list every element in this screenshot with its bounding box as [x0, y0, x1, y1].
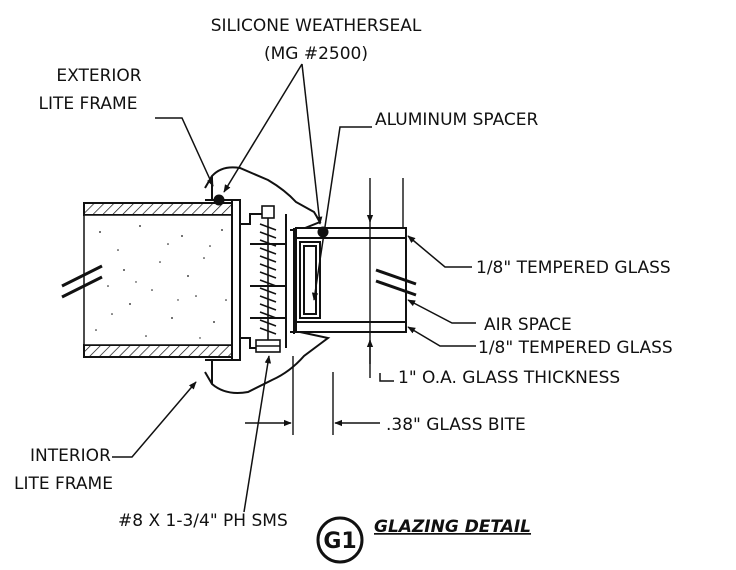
detail-tag-circle	[316, 516, 364, 564]
bead-glass	[317, 226, 329, 238]
label-tempered-glass-outer: 1/8" TEMPERED GLASS	[476, 258, 671, 278]
label-glass-thickness: 1" O.A. GLASS THICKNESS	[398, 368, 620, 388]
detail-title: GLAZING DETAIL	[374, 517, 531, 537]
break-symbol-left	[61, 264, 103, 299]
label-exterior-line2: LITE FRAME	[39, 94, 138, 114]
label-interior-line1: INTERIOR	[30, 446, 111, 466]
label-weatherseal-line1: SILICONE WEATHERSEAL	[211, 16, 422, 36]
screw	[255, 205, 281, 353]
silicone-beads	[213, 194, 329, 238]
core-speckles	[95, 225, 227, 339]
break-symbol-right	[375, 268, 417, 297]
bead-exterior	[213, 194, 225, 206]
detail-tag: G1	[323, 529, 356, 554]
door-panel	[61, 202, 233, 358]
label-aluminum-spacer: ALUMINUM SPACER	[375, 110, 539, 130]
label-weatherseal-line2: (MG #2500)	[264, 44, 368, 64]
label-glass-bite: .38" GLASS BITE	[386, 415, 526, 435]
label-interior-line2: LITE FRAME	[14, 474, 113, 494]
dimension-lines	[245, 178, 404, 435]
detail-title-block: G1 GLAZING DETAIL	[316, 516, 531, 564]
label-screw: #8 X 1-3/4" PH SMS	[118, 511, 288, 531]
label-air-space: AIR SPACE	[484, 315, 572, 335]
leader-lines	[112, 63, 476, 513]
labels: SILICONE WEATHERSEAL (MG #2500) EXTERIOR…	[14, 16, 673, 531]
label-tempered-glass-inner: 1/8" TEMPERED GLASS	[478, 338, 673, 358]
label-exterior-line1: EXTERIOR	[56, 66, 141, 86]
